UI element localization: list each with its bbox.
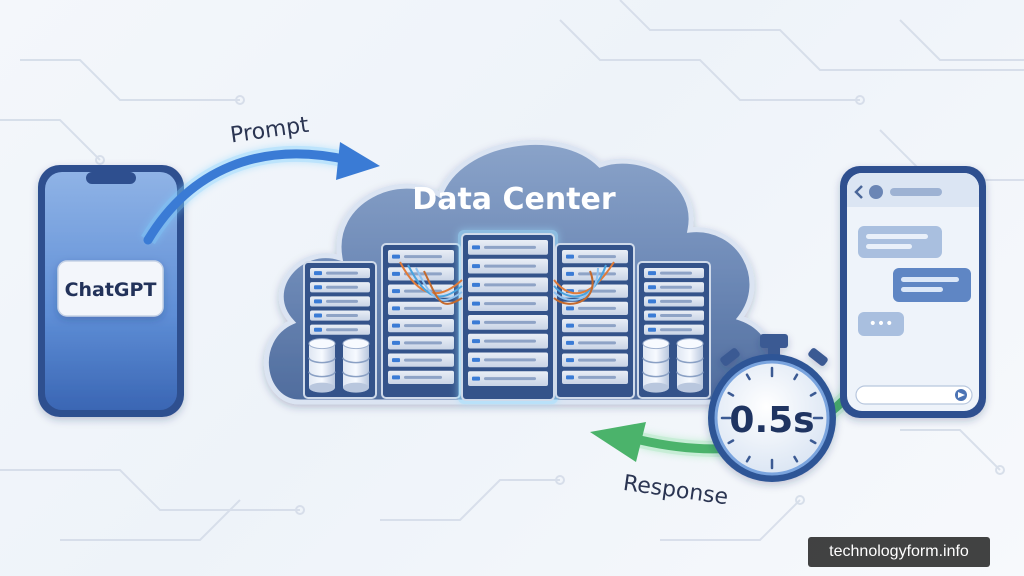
data-center-title: Data Center [412, 182, 616, 217]
contact-name-placeholder [890, 188, 942, 196]
outgoing-message-bubble [893, 268, 971, 302]
stopwatch-tick [745, 373, 751, 381]
stopwatch-tick [793, 455, 799, 463]
server-rack [458, 230, 558, 404]
typing-indicator: ••• [869, 316, 894, 332]
send-icon [958, 392, 965, 398]
response-time-value: 0.5s [729, 400, 814, 441]
database-icon [676, 338, 704, 393]
avatar-icon [869, 185, 883, 199]
stopwatch-tick [809, 391, 817, 397]
database-icon [642, 338, 670, 393]
response-label: Response [622, 471, 730, 510]
network-cables [399, 261, 615, 305]
stopwatch-tick [727, 391, 735, 397]
stopwatch [708, 334, 836, 482]
message-input-bar[interactable] [855, 385, 973, 405]
server-rack [303, 261, 377, 399]
server-rack [555, 243, 635, 399]
incoming-message-bubble [858, 226, 942, 258]
stopwatch-crown [760, 334, 788, 348]
right-phone-chat: ••• [854, 185, 973, 405]
back-chevron-icon[interactable] [854, 185, 863, 199]
stopwatch-ticks [720, 366, 824, 470]
chatgpt-app-button[interactable]: ChatGPT [57, 260, 164, 317]
stopwatch-tick [809, 439, 817, 445]
database-icon [308, 338, 336, 393]
database-icon [342, 338, 370, 393]
stopwatch-tick [745, 455, 751, 463]
prompt-arrowhead-icon [336, 142, 380, 180]
typing-indicator-bubble: ••• [858, 312, 904, 336]
prompt-label: Prompt [229, 113, 311, 149]
watermark: technologyform.info [808, 537, 990, 567]
server-rack [381, 243, 461, 399]
server-racks [303, 230, 711, 404]
response-arrowhead-icon [590, 422, 646, 462]
stopwatch-tick [793, 373, 799, 381]
chatgpt-label: ChatGPT [65, 279, 157, 301]
stopwatch-tick [727, 439, 735, 445]
circuit-background [0, 0, 1024, 541]
server-rack [637, 261, 711, 399]
phone-notch [86, 172, 136, 184]
prompt-arrow [141, 142, 380, 245]
